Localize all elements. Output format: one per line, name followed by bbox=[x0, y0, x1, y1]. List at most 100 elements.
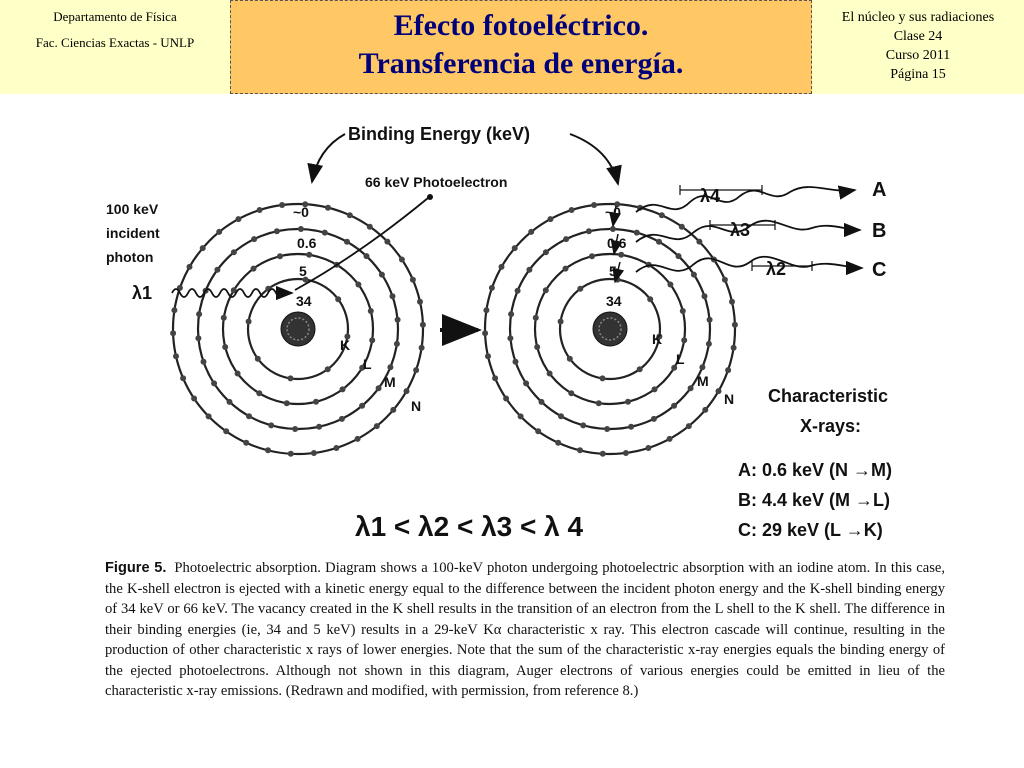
course-year-label: Curso 2011 bbox=[885, 48, 951, 63]
left-atom: ~0 0.6 5 34 K L M N bbox=[170, 201, 426, 457]
electron-dot bbox=[234, 370, 241, 377]
electron-dot bbox=[254, 355, 261, 362]
xray-label-c: C bbox=[872, 259, 886, 281]
electron-dot bbox=[355, 281, 362, 288]
electron-dot bbox=[222, 344, 229, 350]
xray-line-a: A: 0.6 keV (N →M) bbox=[738, 460, 892, 480]
electron-dot bbox=[675, 253, 682, 260]
electron-dot bbox=[256, 390, 263, 397]
electron-dot bbox=[273, 228, 280, 235]
electron-dot bbox=[562, 265, 569, 272]
electron-dot bbox=[671, 364, 678, 371]
left-shell-label-l: L bbox=[363, 356, 372, 372]
right-atom: ~0 0.6 5 34 K L M N bbox=[482, 201, 738, 457]
electron-dot bbox=[730, 344, 737, 351]
right-shell-label-n: N bbox=[724, 391, 734, 407]
electron-dot bbox=[384, 238, 391, 245]
electron-dot bbox=[297, 226, 304, 232]
electron-dot bbox=[678, 223, 685, 230]
electron-dot bbox=[483, 307, 490, 314]
lambda2-label: λ2 bbox=[766, 259, 786, 279]
electron-dot bbox=[492, 375, 499, 382]
right-shell-n bbox=[483, 202, 737, 456]
electron-dot bbox=[658, 212, 665, 219]
xray-a-wave bbox=[635, 185, 857, 213]
electron-dot bbox=[344, 238, 350, 245]
electron-dot bbox=[346, 212, 353, 219]
left-shell-label-n: N bbox=[411, 398, 421, 414]
electron-dot bbox=[418, 344, 425, 351]
electron-dot bbox=[398, 256, 405, 263]
electron-dot bbox=[199, 245, 206, 252]
electron-dot bbox=[650, 415, 657, 422]
electron-dot bbox=[256, 207, 263, 213]
electron-dot bbox=[325, 204, 331, 211]
electron-dot bbox=[591, 202, 598, 208]
electron-dot bbox=[542, 249, 549, 256]
electron-dot bbox=[557, 318, 564, 325]
lambda-relation: λ1 < λ2 < λ3 < λ 4 bbox=[355, 511, 584, 542]
emitted-xrays bbox=[635, 185, 864, 276]
electron-dot bbox=[485, 353, 491, 360]
electron-dot bbox=[628, 423, 635, 430]
electron-dot bbox=[701, 293, 708, 300]
electron-dot bbox=[265, 447, 271, 454]
electron-dot bbox=[223, 428, 230, 435]
incident-photon-line3: photon bbox=[106, 249, 153, 265]
right-nucleus bbox=[592, 311, 628, 347]
electron-dot bbox=[419, 321, 426, 328]
photoelectric-diagram: Binding Energy (keV) 66 keV Photoelectro… bbox=[106, 124, 892, 542]
electron-dot bbox=[369, 337, 376, 344]
electron-dot bbox=[186, 263, 193, 270]
electron-dot bbox=[250, 265, 257, 272]
electron-dot bbox=[283, 400, 290, 407]
electron-dot bbox=[335, 296, 342, 303]
electron-dot bbox=[378, 271, 385, 278]
electron-dot bbox=[651, 386, 658, 393]
page-number-label: Página 15 bbox=[890, 67, 946, 82]
electron-dot bbox=[555, 439, 562, 446]
electron-dot bbox=[413, 367, 420, 374]
left-shell-l bbox=[221, 252, 375, 406]
electron-dot bbox=[705, 340, 712, 347]
left-nucleus bbox=[280, 311, 316, 347]
electron-dot bbox=[394, 316, 401, 323]
electron-dot bbox=[595, 400, 602, 407]
electron-dot bbox=[622, 450, 629, 456]
electron-dot bbox=[302, 276, 309, 283]
electron-dot bbox=[409, 276, 416, 283]
electron-dot bbox=[235, 216, 242, 223]
electron-dot bbox=[699, 364, 706, 371]
electron-dot bbox=[216, 228, 223, 235]
xray-c-wave bbox=[635, 255, 864, 276]
electron-dot bbox=[563, 236, 570, 243]
electron-dot bbox=[589, 253, 595, 260]
electron-dot bbox=[568, 390, 575, 397]
electron-dot bbox=[403, 388, 410, 395]
electron-dot bbox=[625, 398, 631, 405]
electron-dot bbox=[488, 284, 495, 291]
electron-dot bbox=[292, 426, 299, 432]
electron-dot bbox=[706, 316, 713, 323]
left-shell-n bbox=[171, 202, 425, 456]
right-shell-k bbox=[558, 277, 662, 381]
left-energy-0: ~0 bbox=[293, 204, 309, 220]
electron-dot bbox=[685, 423, 692, 430]
left-shell-label-m: M bbox=[384, 374, 396, 390]
lambda1-label: λ1 bbox=[132, 283, 152, 303]
photoelectron-label: 66 keV Photoelectron bbox=[365, 174, 507, 190]
electron-dot bbox=[333, 445, 340, 451]
electron-dot bbox=[200, 358, 207, 365]
electron-dot bbox=[390, 406, 397, 413]
electron-dot bbox=[577, 285, 584, 292]
header-left-panel: Departamento de Física Fac. Ciencias Exa… bbox=[0, 0, 230, 94]
right-shell-l bbox=[533, 252, 687, 406]
electron-dot bbox=[679, 308, 686, 314]
electron-dot bbox=[195, 335, 202, 342]
electron-dot bbox=[547, 216, 554, 223]
electron-dot bbox=[538, 398, 545, 405]
electron-dot bbox=[523, 380, 530, 387]
electron-dot bbox=[508, 311, 515, 318]
left-energy-2: 5 bbox=[299, 263, 307, 279]
xray-b-wave bbox=[635, 219, 862, 243]
